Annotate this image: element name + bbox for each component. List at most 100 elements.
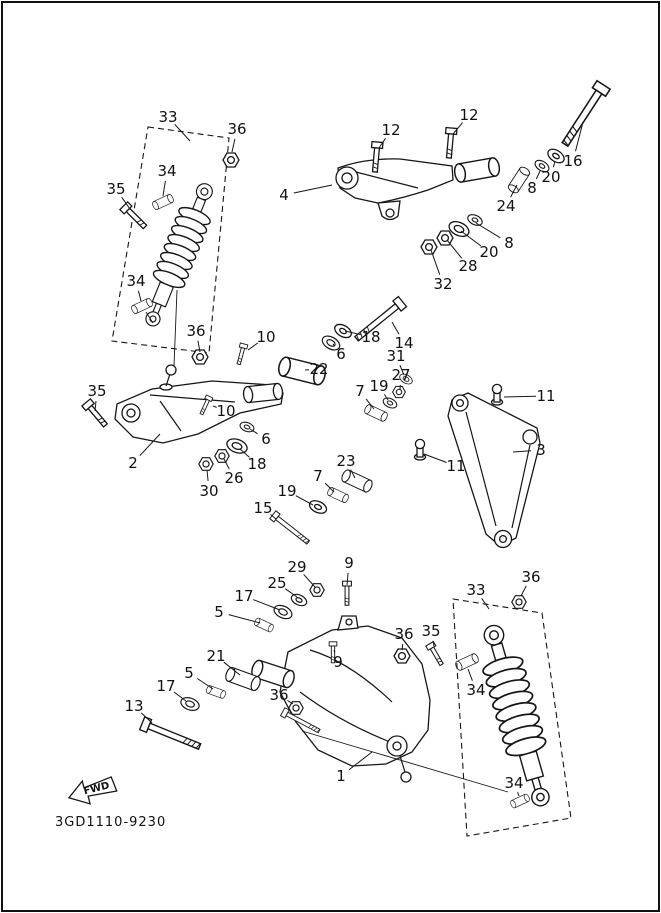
part-callout-36: 36 xyxy=(186,322,205,340)
nut-27 xyxy=(392,385,406,399)
part-callout-36: 36 xyxy=(227,120,246,138)
lower-control-arm-right xyxy=(447,392,541,549)
callout-leader-line xyxy=(401,643,404,651)
shock-absorber-top-icon xyxy=(134,177,224,333)
part-callout-4: 4 xyxy=(279,186,289,204)
ball-stud-11-a xyxy=(490,383,504,406)
upper-arm-inner-line xyxy=(355,171,419,189)
callout-leader-line xyxy=(324,482,335,493)
part-callout-19: 19 xyxy=(369,377,388,395)
part-callout-18: 18 xyxy=(361,328,380,346)
lower-arm-top-bracket-hole xyxy=(345,618,353,626)
callout-leader-line xyxy=(391,321,400,335)
callout-leader-line xyxy=(293,184,333,194)
callout-leader-line xyxy=(452,122,463,135)
part-callout-28: 28 xyxy=(458,257,477,275)
part-callout-29: 29 xyxy=(287,558,306,576)
part-callout-27: 27 xyxy=(391,366,410,384)
part-callout-35: 35 xyxy=(87,382,106,400)
bolt-35-c xyxy=(425,641,446,668)
part-callout-6: 6 xyxy=(261,430,271,448)
lower-arm-inner-curves xyxy=(299,649,393,743)
part-callout-8: 8 xyxy=(527,179,537,197)
callout-leader-line xyxy=(510,184,518,198)
callout-leader-line xyxy=(517,792,520,797)
part-callout-35: 35 xyxy=(421,622,440,640)
lower-balljoint-stem xyxy=(399,755,406,773)
lower-arm-left-inner-lines xyxy=(149,394,236,432)
nut-36-b xyxy=(191,349,209,365)
part-callout-32: 32 xyxy=(433,275,452,293)
shock-dashed-box-bottom xyxy=(452,598,572,837)
callout-leader-line xyxy=(295,495,314,506)
part-callout-11: 11 xyxy=(536,387,555,405)
callout-leader-line xyxy=(346,572,349,586)
washer-19-b xyxy=(306,497,330,517)
nut-36-d xyxy=(393,648,411,664)
callout-leader-line xyxy=(140,712,153,724)
callout-leader-line xyxy=(512,450,532,453)
callout-leader-line xyxy=(475,222,501,239)
nut-29 xyxy=(309,583,325,597)
washer-18-b xyxy=(224,435,250,457)
callout-leader-line xyxy=(197,340,201,353)
arm-right-balljoint-hole xyxy=(498,534,508,544)
collar-23 xyxy=(339,468,375,494)
bushing-stem-line xyxy=(145,311,154,324)
lower-arm-left-eye-hole xyxy=(126,408,136,418)
bolt-16 xyxy=(557,79,611,150)
part-callout-19: 19 xyxy=(277,482,296,500)
callout-leader-line xyxy=(399,365,405,376)
upper-arm-balljoint-hole xyxy=(385,208,395,218)
callout-leader-line xyxy=(197,678,214,690)
callout-leader-line xyxy=(223,458,230,470)
shock-mount-line xyxy=(173,289,178,367)
callout-leader-line xyxy=(253,599,281,611)
nut-26 xyxy=(214,449,230,463)
callout-leader-line xyxy=(481,598,490,610)
part-callout-6: 6 xyxy=(336,345,346,363)
bushing-34-d xyxy=(509,792,531,810)
part-callout-12: 12 xyxy=(381,121,400,139)
balljoint-stem xyxy=(165,373,171,387)
part-callout-18: 18 xyxy=(247,455,266,473)
part-callout-22: 22 xyxy=(309,360,328,378)
part-callout-24: 24 xyxy=(496,197,515,215)
part-callout-36: 36 xyxy=(521,568,540,586)
callout-leader-line xyxy=(287,699,294,705)
part-callout-1: 1 xyxy=(336,767,346,785)
part-callout-2: 2 xyxy=(128,454,138,472)
lower-arm-balljoint-hole xyxy=(392,741,402,751)
arm-right-inner-lines xyxy=(465,411,531,529)
callout-leader-line xyxy=(460,230,482,247)
rear-lower-arm-assembly xyxy=(138,580,509,793)
callout-leader-line xyxy=(423,453,447,463)
callout-leader-line xyxy=(247,342,259,351)
part-callout-17: 17 xyxy=(156,677,175,695)
callout-leader-line xyxy=(231,138,236,153)
part-callout-5: 5 xyxy=(214,603,224,621)
callout-leader-line xyxy=(430,249,441,275)
callout-leader-line xyxy=(350,469,356,479)
arm-right-eye-top-hole xyxy=(455,398,465,408)
bolt-13 xyxy=(138,716,203,754)
front-shock-assembly-bottom xyxy=(452,595,572,837)
callout-leader-line xyxy=(503,395,537,398)
bushing-7-a xyxy=(362,403,390,423)
callout-leader-line xyxy=(535,170,541,180)
callout-leader-line xyxy=(239,448,250,458)
part-callout-36: 36 xyxy=(394,625,413,643)
part-callout-8: 8 xyxy=(504,234,514,252)
part-callout-23: 23 xyxy=(336,452,355,470)
callout-leader-line xyxy=(223,661,241,676)
part-callout-35: 35 xyxy=(106,180,125,198)
callout-leader-line xyxy=(520,585,527,597)
part-callout-14: 14 xyxy=(394,334,413,352)
part-callout-26: 26 xyxy=(224,469,243,487)
part-callout-34: 34 xyxy=(126,272,145,290)
bushing-5-a xyxy=(253,616,275,634)
washer-8-b xyxy=(465,211,485,229)
